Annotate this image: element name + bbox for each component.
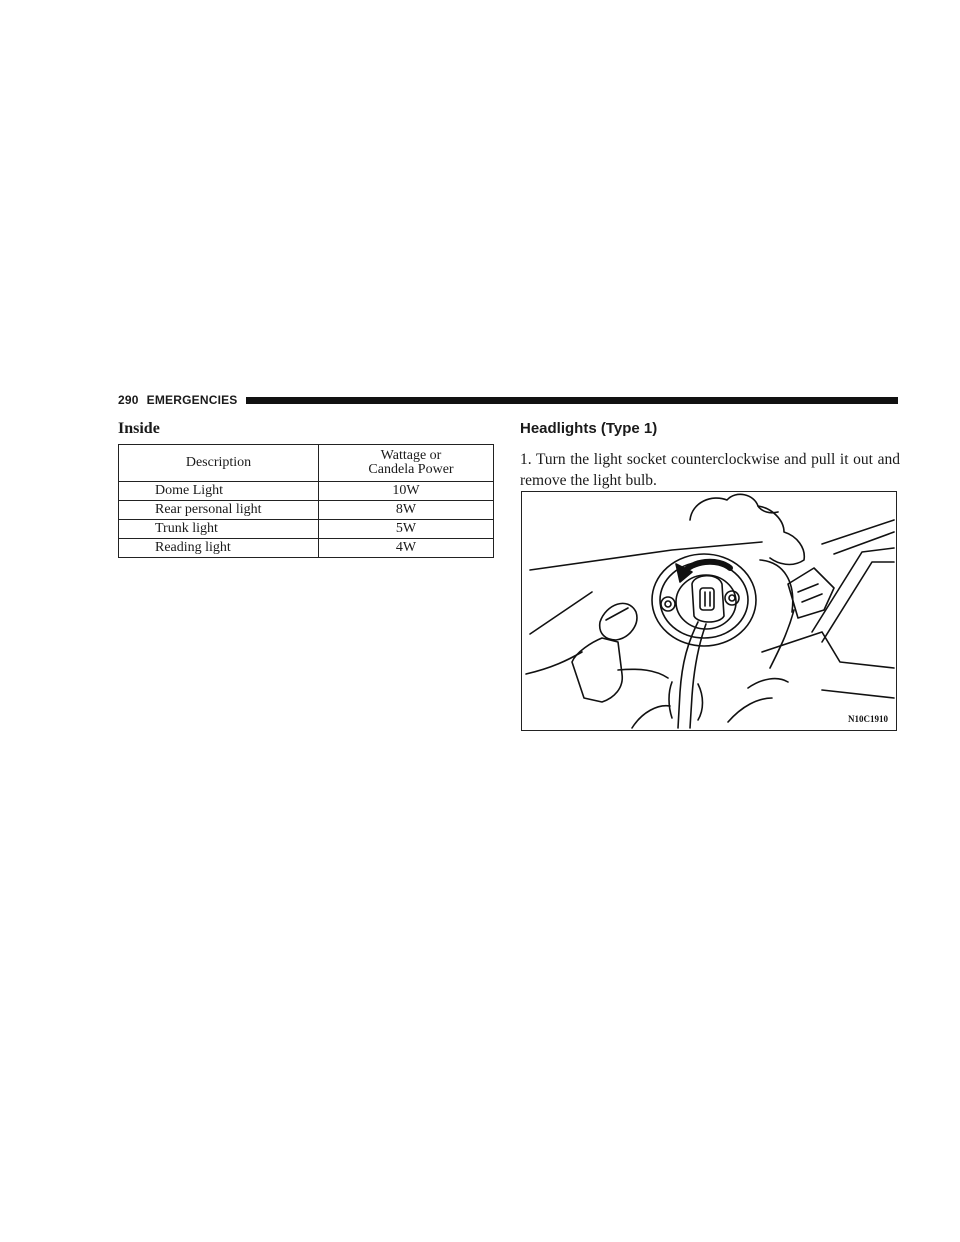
row-description: Reading light xyxy=(118,538,319,558)
table-row: Dome Light 10W xyxy=(118,481,494,501)
header-rule xyxy=(245,396,898,404)
row-wattage: 10W xyxy=(318,481,494,501)
figure-code: N10C1910 xyxy=(848,714,888,724)
headlights-heading: Headlights (Type 1) xyxy=(520,420,658,437)
table-row: Rear personal light 8W xyxy=(118,500,494,520)
row-description: Trunk light xyxy=(118,519,319,539)
row-description: Rear personal light xyxy=(118,500,319,520)
table-row: Reading light 4W xyxy=(118,538,494,558)
column-header-description: Description xyxy=(118,444,319,482)
page-header: 290 EMERGENCIES xyxy=(118,392,898,408)
row-wattage: 8W xyxy=(318,500,494,520)
inside-heading: Inside xyxy=(118,420,160,437)
inside-section: Inside Description Wattage or Candela Po… xyxy=(118,420,496,558)
row-wattage: 4W xyxy=(318,538,494,558)
headlights-section: Headlights (Type 1) 1. Turn the light so… xyxy=(520,420,900,491)
column-header-wattage: Wattage or Candela Power xyxy=(318,444,494,482)
inside-bulb-table: Description Wattage or Candela Power Dom… xyxy=(118,444,494,558)
headlight-illustration xyxy=(525,493,895,729)
table-row: Trunk light 5W xyxy=(118,519,494,539)
headlight-socket-figure: N10C1910 xyxy=(521,491,897,731)
table-header-row: Description Wattage or Candela Power xyxy=(118,444,494,482)
page-number: 290 xyxy=(118,393,139,407)
row-wattage: 5W xyxy=(318,519,494,539)
row-description: Dome Light xyxy=(118,481,319,501)
section-title: EMERGENCIES xyxy=(146,393,238,407)
instruction-step-1: 1. Turn the light socket counterclockwis… xyxy=(520,451,900,489)
